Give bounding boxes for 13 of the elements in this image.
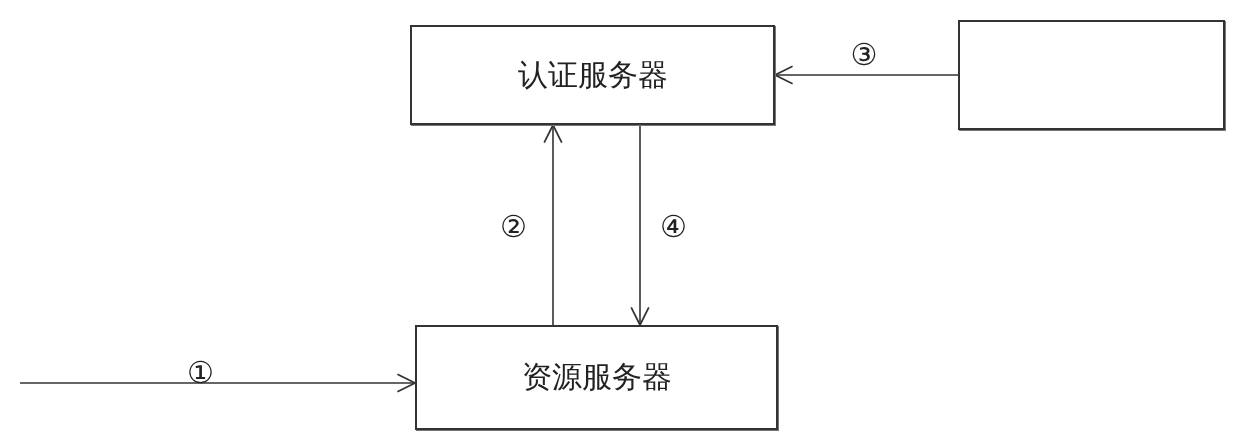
step-number: ② [500,212,527,242]
server-box [415,325,778,430]
arrow [774,65,959,85]
node-text: 资源服务器 [521,358,672,396]
arrow [543,124,563,326]
arrow [19,373,416,393]
step-number: ③ [850,40,878,70]
empty-box [958,20,1225,130]
server-box [410,25,775,125]
arrow [630,124,650,326]
node-text: 认证服务器 [517,55,668,94]
step-number: ① [187,358,214,388]
step-number: ④ [660,212,687,242]
